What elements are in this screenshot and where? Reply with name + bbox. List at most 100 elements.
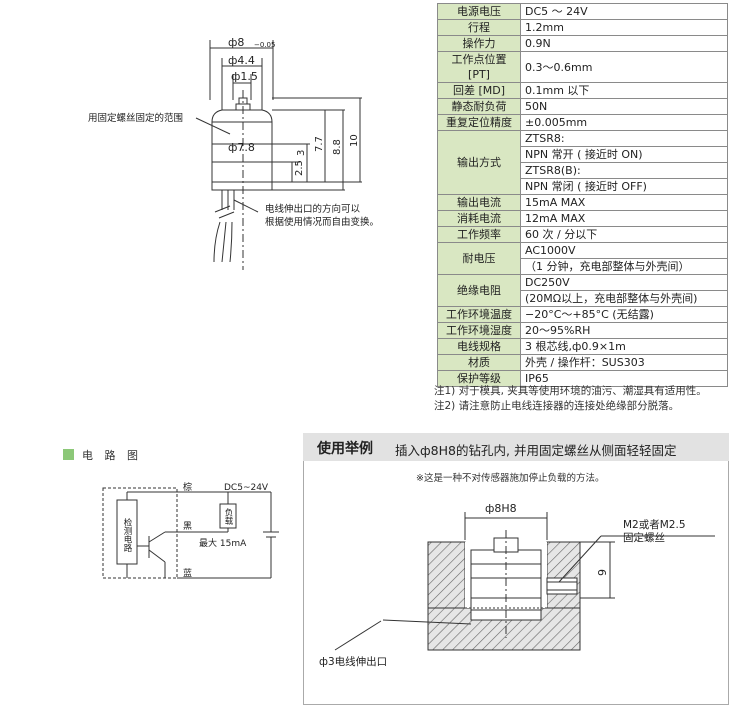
spec-row: 工作环境温度−20°C～+85°C (无结露) — [437, 306, 728, 323]
spec-value: DC5 ～ 24V — [520, 3, 728, 20]
spec-row: NPN 常开 ( 接近时 ON) — [438, 146, 728, 163]
spec-row: ZTSR8(B): — [438, 162, 728, 179]
spec-value: 1.2mm — [520, 19, 728, 36]
spec-key: 工作频率 — [437, 226, 521, 243]
spec-key: 电线规格 — [437, 338, 521, 355]
spec-value: 20～95%RH — [520, 322, 728, 339]
spec-key: 材质 — [437, 354, 521, 371]
usage-note: ※这是一种不对传感器施加停止负载的方法。 — [416, 473, 605, 484]
spec-value: 60 次 / 分以下 — [520, 226, 728, 243]
spec-row: 工作点位置 [PT]0.3～0.6mm — [437, 51, 728, 83]
spec-key: 工作点位置 [PT] — [437, 51, 521, 83]
spec-value: 0.3～0.6mm — [520, 51, 728, 83]
spec-key: 工作环境温度 — [437, 306, 521, 323]
spec-key: 绝缘电阻 — [437, 274, 521, 307]
green-square-icon — [63, 449, 74, 460]
max-current-label: 最大 15mA — [199, 537, 247, 549]
spec-value: ZTSR8(B): — [520, 162, 728, 179]
dim-9: 9 — [596, 569, 609, 576]
spec-key: 消耗电流 — [437, 210, 521, 227]
spec-value: NPN 常闭 ( 接近时 OFF) — [520, 178, 728, 195]
screw-label-line1: M2或者M2.5 — [623, 519, 686, 531]
spec-row: 回差 [MD]0.1mm 以下 — [437, 82, 728, 99]
spec-value: (20MΩ以上，充电部整体与外壳间) — [520, 290, 728, 307]
load-label: 负载 — [223, 507, 233, 526]
usage-drawing: ф8H8 M2或者M2.5 固定螺丝 9 ф3电线伸出口 — [319, 502, 715, 668]
phi4-4-label: ф4.4 — [228, 54, 255, 67]
spec-value: NPN 常开 ( 接近时 ON) — [520, 146, 728, 163]
spec-value: 15mA MAX — [520, 194, 728, 211]
spec-key: 电源电压 — [437, 3, 521, 20]
dim-7-7: 7.7 — [314, 136, 325, 152]
cable-exit-label: ф3电线伸出口 — [319, 655, 387, 668]
supply-label: DC5~24V — [224, 483, 269, 493]
phi7-8-label: ф7.8 — [228, 141, 255, 154]
spec-value: IP65 — [520, 370, 728, 387]
detect-circuit-label: 检测电路 — [122, 517, 132, 553]
spec-key: 重复定位精度 — [437, 114, 521, 131]
spec-value: ±0.005mm — [520, 114, 728, 131]
spec-key: 回差 [MD] — [437, 82, 521, 99]
wire-brown-label: 棕 — [183, 481, 192, 493]
spec-key: 耐电压 — [437, 242, 521, 275]
usage-header: 使用举例 插入ф8H8的钻孔内, 并用固定螺丝从侧面轻轻固定 — [303, 433, 729, 461]
phi8-label: ф8 — [228, 36, 244, 49]
phi8h8-label: ф8H8 — [485, 502, 517, 515]
cable-direction-line1: 电线伸出口的方向可以 — [265, 203, 361, 215]
wire-blue-label: 蓝 — [183, 567, 192, 579]
spec-key: 静态耐负荷 — [437, 98, 521, 115]
dim-3: 3 — [296, 150, 307, 156]
spec-row: 材质外壳 / 操作杆：SUS303 — [437, 354, 728, 371]
wire-black-label: 黑 — [183, 521, 192, 532]
circuit-title: 电 路 图 — [63, 447, 142, 463]
spec-row: 重复定位精度±0.005mm — [437, 114, 728, 131]
spec-value: 0.9N — [520, 35, 728, 52]
spec-key: 操作力 — [437, 35, 521, 52]
spec-value: 12mA MAX — [520, 210, 728, 227]
spec-key: 输出方式 — [437, 130, 521, 195]
note-2: 注2) 请注意防止电线连接器的连接处绝缘部分脱落。 — [434, 400, 680, 412]
spec-key: 行程 — [437, 19, 521, 36]
cable-direction-line2: 根据使用情况而自由变换。 — [265, 216, 379, 228]
notes: 注1) 对于模具, 夹具等使用环境的油污、潮湿具有适用性。 注2) 请注意防止电… — [434, 384, 707, 414]
dimension-drawing: ф8 −0.05 ф4.4 ф1.5 ф7.8 2.5 3 7.7 8.8 10… — [88, 36, 379, 270]
dim-10: 10 — [349, 134, 360, 147]
dim-8-8: 8.8 — [332, 139, 343, 155]
usage-subtitle: 插入ф8H8的钻孔内, 并用固定螺丝从侧面轻轻固定 — [395, 443, 677, 458]
phi8-tolerance: −0.05 — [254, 41, 275, 49]
spec-key: 工作环境湿度 — [437, 322, 521, 339]
spec-value: 50N — [520, 98, 728, 115]
dim-2-5: 2.5 — [294, 160, 305, 176]
spec-key: 保护等级 — [437, 370, 521, 387]
usage-title: 使用举例 — [317, 441, 373, 457]
spec-row: （1 分钟，充电部整体与外壳间） — [438, 258, 728, 275]
spec-key: 输出电流 — [437, 194, 521, 211]
spec-value: 3 根芯线,ф0.9×1m — [520, 338, 728, 355]
spec-value: ZTSR8: — [520, 130, 728, 147]
screw-label-line2: 固定螺丝 — [623, 531, 665, 544]
note-1: 注1) 对于模具, 夹具等使用环境的油污、潮湿具有适用性。 — [434, 385, 707, 397]
spec-value: 0.1mm 以下 — [520, 82, 728, 99]
circuit-diagram: 棕 黑 蓝 DC5~24V 最大 15mA 检测电路 负载 — [102, 481, 279, 579]
fix-range-label: 用固定螺丝固定的范围 — [88, 112, 183, 124]
spec-value: −20°C～+85°C (无结露) — [520, 306, 728, 323]
spec-value: AC1000V — [520, 242, 728, 259]
phi1-5-label: ф1.5 — [231, 70, 258, 83]
spec-row: NPN 常闭 ( 接近时 OFF) — [438, 178, 728, 195]
spec-value: 外壳 / 操作杆：SUS303 — [520, 354, 728, 371]
spec-value: （1 分钟，充电部整体与外壳间） — [520, 258, 728, 275]
